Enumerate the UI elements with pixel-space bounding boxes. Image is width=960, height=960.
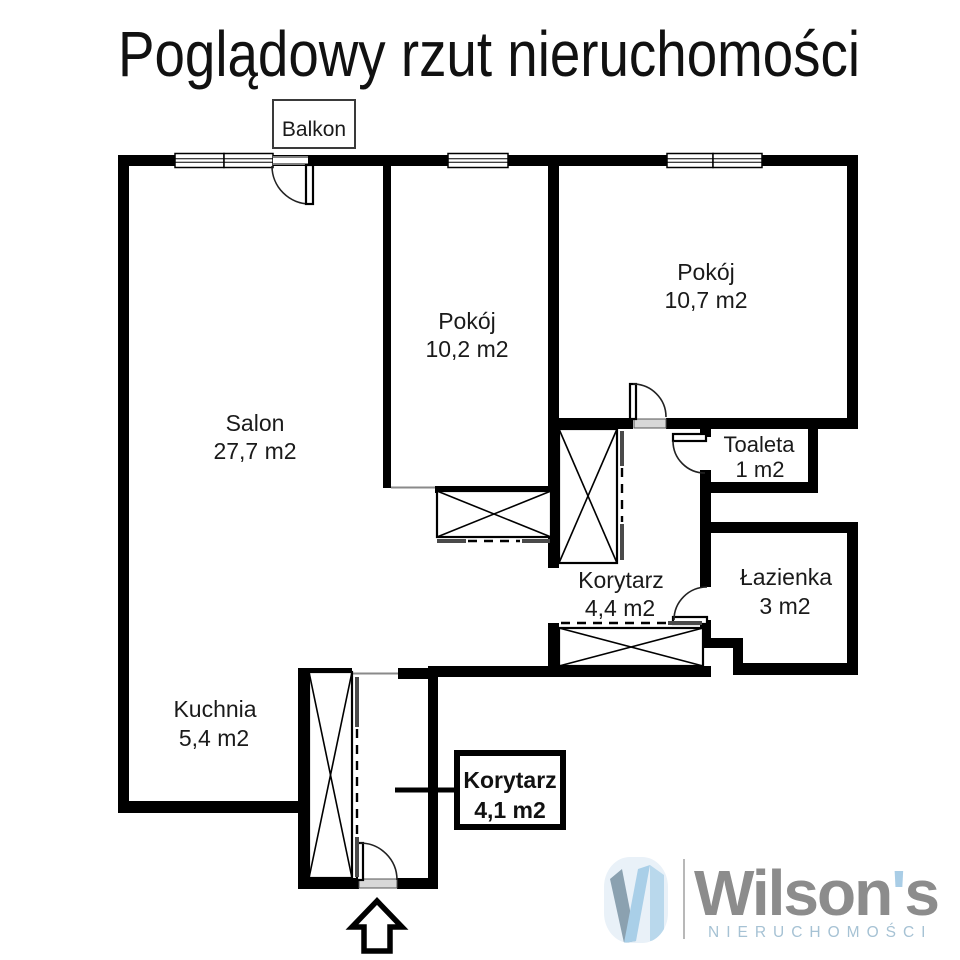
room-label-lazienka: Łazienka 3 m2 [740, 564, 832, 619]
door-icon-pokoj-b [628, 382, 667, 429]
room-name: Salon [226, 410, 285, 436]
room-area: 1 m2 [736, 457, 785, 482]
room-label-korytarz-a: Korytarz 4,4 m2 [578, 567, 664, 621]
room-area: 4,1 m2 [474, 797, 546, 823]
window-icon [174, 152, 225, 169]
room-label-toaleta: Toaleta 1 m2 [724, 432, 796, 482]
room-area: 10,7 m2 [664, 287, 747, 313]
room-area: 4,4 m2 [585, 595, 655, 621]
room-name: Kuchnia [173, 696, 256, 722]
room-name: Łazienka [740, 564, 832, 590]
window-icons [174, 152, 763, 169]
room-area: 5,4 m2 [179, 725, 249, 751]
balcony-door-icon [271, 156, 315, 206]
wardrobe-icon-pokoj-a [435, 486, 553, 543]
balcony-label: Balkon [282, 118, 346, 141]
window-icon [712, 152, 763, 169]
wilsons-logo-icon [604, 857, 668, 943]
wilsons-logo: Wilson's NIERUCHOMOŚCI [604, 857, 940, 943]
wardrobe-icon-korytarz-left [557, 427, 624, 565]
room-name: Pokój [438, 308, 496, 334]
room-name: Toaleta [724, 432, 796, 457]
room-area: 10,2 m2 [425, 336, 508, 362]
door-icon-toaleta [671, 432, 710, 474]
room-name: Korytarz [578, 567, 664, 593]
room-name: Korytarz [463, 767, 556, 793]
wardrobe-icon-korytarz-bottom [557, 621, 705, 668]
balcony-label-box: Balkon [272, 99, 356, 149]
logo-subtitle: NIERUCHOMOŚCI [708, 923, 932, 941]
entrance-arrow-icon [345, 897, 409, 954]
logo-wordmark: Wilson's [694, 857, 938, 929]
room-label-salon: Salon 27,7 m2 [213, 410, 296, 464]
room-label-pokoj-a: Pokój 10,2 m2 [425, 308, 508, 362]
room-area: 3 m2 [759, 593, 810, 619]
korytarz-b-callout: Korytarz 4,1 m2 [395, 750, 566, 830]
wardrobe-icon-entrance [307, 670, 359, 880]
window-icon [223, 152, 274, 169]
room-area: 27,7 m2 [213, 438, 296, 464]
room-label-kuchnia: Kuchnia 5,4 m2 [173, 696, 256, 751]
room-label-pokoj-b: Pokój 10,7 m2 [664, 259, 747, 313]
page-title: Poglądowy rzut nieruchomości [118, 18, 860, 90]
entrance-door-icon [355, 841, 398, 889]
room-name: Pokój [677, 259, 735, 285]
window-icon [666, 152, 714, 169]
window-icon [447, 152, 509, 169]
door-icon-lazienka [671, 586, 710, 626]
